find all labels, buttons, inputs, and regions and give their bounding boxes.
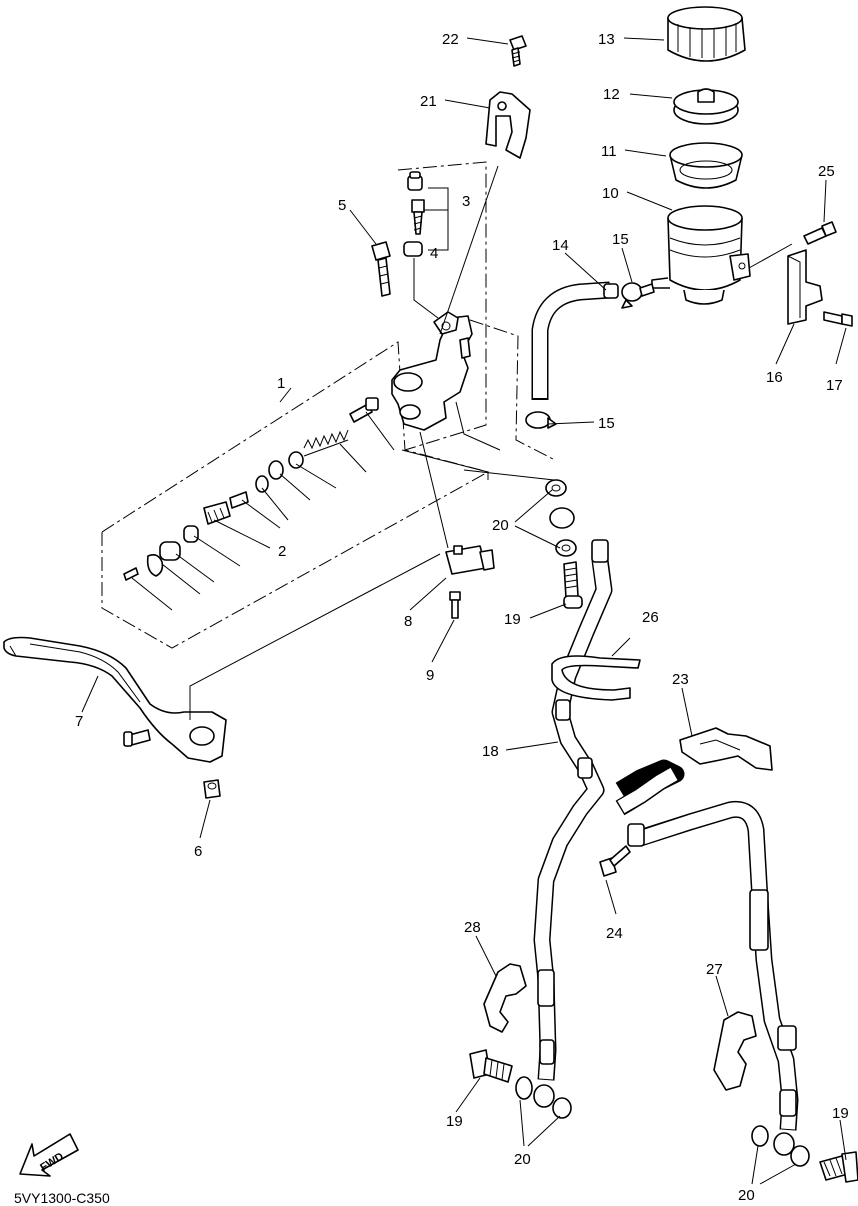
assembly-guide-lines	[189, 165, 555, 720]
hose-clamp-band	[551, 655, 641, 701]
callout-labels: 1 2 3 4 5 6 7 8 9 10 11 12 13 14 15 15 1…	[75, 31, 849, 1204]
reservoir-bracket	[787, 249, 823, 325]
callout-19c: 19	[832, 1105, 849, 1122]
reservoir-diaphragm	[669, 142, 743, 189]
reservoir-tank	[651, 205, 751, 305]
hose-guide-bolt	[599, 845, 631, 877]
callout-20a: 20	[492, 517, 509, 534]
holder-bolt	[509, 35, 527, 67]
bracket-bolt-lower	[823, 311, 853, 327]
callout-25: 25	[818, 163, 835, 180]
callout-27: 27	[706, 961, 723, 978]
callout-20c: 20	[738, 1187, 755, 1204]
callout-1: 1	[277, 375, 285, 392]
union-bolt-left	[469, 1049, 513, 1083]
callout-12: 12	[603, 86, 620, 103]
master-cylinder-body	[391, 311, 473, 431]
reservoir-cap	[667, 6, 746, 62]
callout-20b: 20	[514, 1151, 531, 1168]
switch-screw	[449, 591, 461, 619]
callout-5: 5	[338, 197, 346, 214]
leader-lines	[81, 37, 847, 1185]
callout-19a: 19	[504, 611, 521, 628]
brake-hose-right	[615, 759, 799, 1131]
callout-8: 8	[404, 613, 412, 630]
callout-2: 2	[278, 543, 286, 560]
bleed-screw	[411, 199, 425, 235]
callout-17: 17	[826, 377, 843, 394]
bleed-screw-cap	[407, 171, 423, 191]
callout-19b: 19	[446, 1113, 463, 1130]
callout-28: 28	[464, 919, 481, 936]
callout-16: 16	[766, 369, 783, 386]
master-cylinder-bolt	[371, 241, 391, 297]
callout-6: 6	[194, 843, 202, 860]
callout-23: 23	[672, 671, 689, 688]
reservoir-hose	[531, 281, 619, 400]
hose-holder-left	[483, 963, 527, 1033]
callout-22: 22	[442, 31, 459, 48]
hose-clip-lower	[525, 411, 557, 429]
forward-direction-arrow: FWD	[19, 1133, 79, 1177]
callout-11: 11	[601, 143, 617, 160]
hose-clip-upper	[621, 282, 655, 309]
piston-kit	[123, 397, 379, 581]
union-bolt-cap	[403, 241, 423, 257]
bracket-bolt-upper	[803, 221, 837, 245]
callout-26: 26	[642, 609, 659, 626]
callout-3: 3	[462, 193, 470, 210]
callout-9: 9	[426, 667, 434, 684]
reservoir-diaphragm-plate	[673, 88, 739, 125]
assembly-outline-master-cylinder	[101, 161, 556, 649]
brake-lever	[3, 636, 227, 763]
hose-holder-right	[713, 1011, 757, 1091]
diagram-code: 5VY1300-C350	[14, 1190, 110, 1206]
callout-24: 24	[606, 925, 623, 942]
callout-13: 13	[598, 31, 615, 48]
union-bolt-upper	[563, 561, 583, 609]
callout-18: 18	[482, 743, 499, 760]
callout-7: 7	[75, 713, 83, 730]
callout-4: 4	[430, 245, 438, 262]
lever-nut	[203, 779, 221, 799]
callout-10: 10	[602, 185, 619, 202]
hose-guide-bracket	[679, 727, 773, 771]
brake-hose-main	[533, 539, 613, 1081]
callout-15b: 15	[598, 415, 615, 432]
brake-light-switch	[445, 545, 495, 575]
master-cylinder-holder	[485, 91, 531, 159]
callout-14: 14	[552, 237, 569, 254]
union-bolt-right	[819, 1151, 858, 1183]
callout-21: 21	[420, 93, 437, 110]
copper-washers	[515, 479, 810, 1167]
callout-15a: 15	[612, 231, 629, 248]
